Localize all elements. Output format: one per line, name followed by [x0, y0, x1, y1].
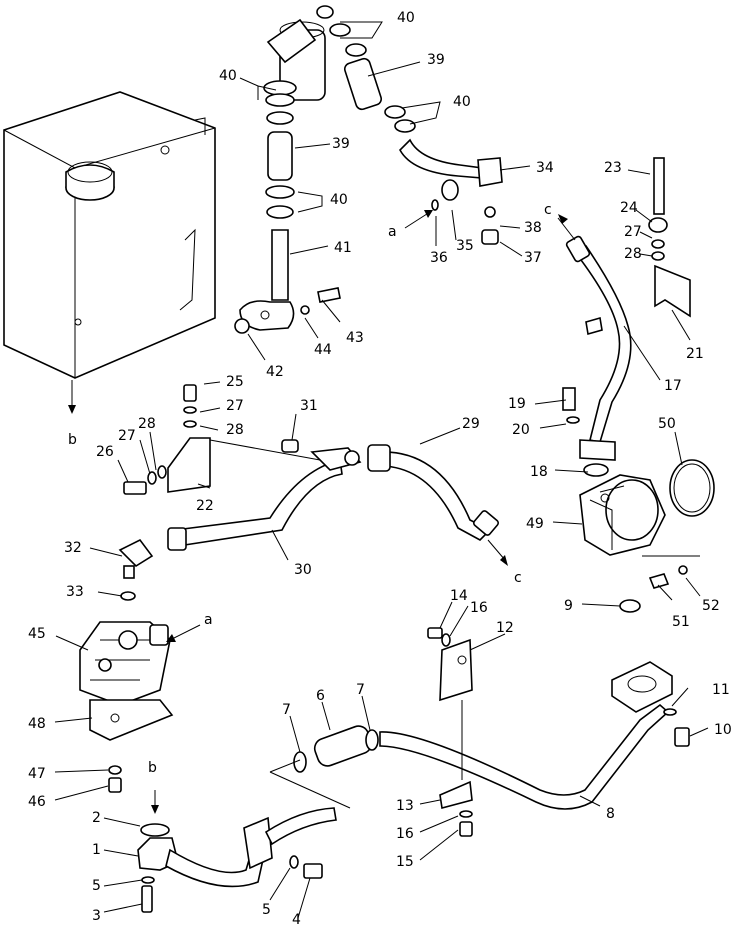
label-c: c: [514, 570, 522, 586]
label-4: 4: [292, 912, 301, 927]
label-40: 40: [397, 10, 415, 26]
flow-arrows: [166, 210, 576, 642]
label-33: 33: [66, 584, 84, 600]
suction-pipe: [269, 627, 690, 837]
label-18: 18: [530, 464, 548, 480]
label-21: 21: [686, 346, 704, 362]
leader-lines: [54, 21, 709, 919]
filter-assembly: [234, 5, 503, 334]
label-38: 38: [524, 220, 542, 236]
label-49: 49: [526, 516, 544, 532]
label-32: 32: [64, 540, 82, 556]
label-7: 7: [356, 682, 365, 698]
label-28: 28: [226, 422, 244, 438]
label-39: 39: [427, 52, 445, 68]
label-40: 40: [219, 68, 237, 84]
label-50: 50: [658, 416, 676, 432]
label-46: 46: [28, 794, 46, 810]
label-47: 47: [28, 766, 46, 782]
label-15: 15: [396, 854, 414, 870]
label-7: 7: [282, 702, 291, 718]
label-41: 41: [334, 240, 352, 256]
label-2: 2: [92, 810, 101, 826]
label-1: 1: [92, 842, 101, 858]
label-5: 5: [92, 878, 101, 894]
label-b: b: [68, 432, 77, 448]
label-51: 51: [672, 614, 690, 630]
label-6: 6: [316, 688, 325, 704]
label-19: 19: [508, 396, 526, 412]
label-27: 27: [226, 398, 244, 414]
label-10: 10: [714, 722, 732, 738]
label-45: 45: [28, 626, 46, 642]
label-9: 9: [564, 598, 573, 614]
label-35: 35: [456, 238, 474, 254]
label-44: 44: [314, 342, 332, 358]
label-8: 8: [606, 806, 615, 822]
label-28: 28: [624, 246, 642, 262]
label-30: 30: [294, 562, 312, 578]
label-3: 3: [92, 908, 101, 924]
label-5: 5: [262, 902, 271, 918]
label-27: 27: [624, 224, 642, 240]
label-16: 16: [470, 600, 488, 616]
label-22: 22: [196, 498, 214, 514]
label-17: 17: [664, 378, 682, 394]
label-39: 39: [332, 136, 350, 152]
delivery-hose-upper: [562, 157, 691, 461]
label-52: 52: [702, 598, 720, 614]
control-valve: [79, 591, 174, 793]
label-31: 31: [300, 398, 318, 414]
label-26: 26: [96, 444, 114, 460]
label-28: 28: [138, 416, 156, 432]
label-42: 42: [266, 364, 284, 380]
label-29: 29: [462, 416, 480, 432]
label-37: 37: [524, 250, 542, 266]
bottom-pipe: [137, 790, 337, 913]
label-12: 12: [496, 620, 514, 636]
label-14: 14: [450, 588, 468, 604]
hydraulic-tank: [3, 91, 216, 414]
label-48: 48: [28, 716, 46, 732]
part-labels: 40 39 40 40 39 40 41 34 23 a c 36 35 38 …: [28, 10, 732, 927]
label-b: b: [148, 760, 157, 776]
hydraulic-pump: [579, 459, 715, 613]
label-24: 24: [620, 200, 638, 216]
label-16: 16: [396, 826, 414, 842]
label-23: 23: [604, 160, 622, 176]
label-40: 40: [330, 192, 348, 208]
label-13: 13: [396, 798, 414, 814]
label-20: 20: [512, 422, 530, 438]
label-27: 27: [118, 428, 136, 444]
label-36: 36: [430, 250, 448, 266]
label-a: a: [204, 612, 213, 628]
label-a: a: [388, 224, 397, 240]
label-11: 11: [712, 682, 730, 698]
label-c: c: [544, 202, 552, 218]
label-43: 43: [346, 330, 364, 346]
return-hoses: [118, 384, 500, 579]
label-25: 25: [226, 374, 244, 390]
label-34: 34: [536, 160, 554, 176]
label-40: 40: [453, 94, 471, 110]
